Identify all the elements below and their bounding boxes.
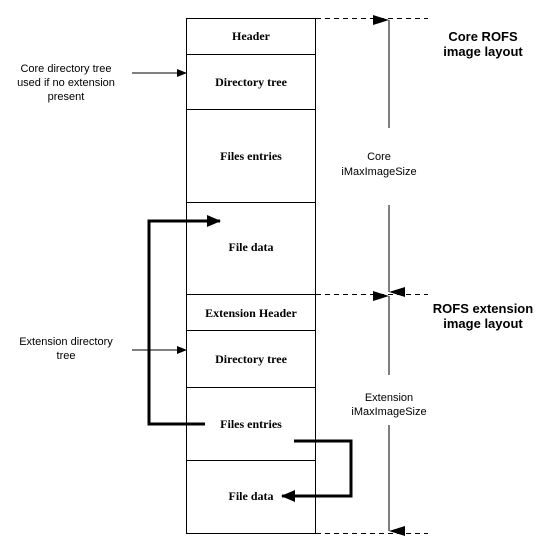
core-dir-note-line3: present (48, 91, 85, 103)
ext-dir-note-line2: tree (57, 350, 76, 362)
files-entries-block (186, 109, 316, 203)
core-size-line1: Core (367, 151, 391, 163)
extension-header-label: Extension Header (205, 306, 297, 320)
layout-column (186, 18, 316, 534)
ext-size-line1: Extension (365, 392, 413, 404)
core-dir-note-line2: used if no extension (17, 77, 115, 89)
core-layout-title-line1: Core ROFS (448, 29, 518, 44)
ext-entries-to-core-data-arrow (147, 215, 221, 426)
core-size-line2: iMaxImageSize (341, 166, 416, 178)
ext-directory-tree-block (186, 330, 316, 388)
ext-layout-title-line2: image layout (443, 316, 523, 331)
core-dir-note-line1: Core directory tree (20, 63, 111, 75)
header-label: Header (232, 29, 271, 43)
ext-dir-note-line1: Extension directory (19, 336, 113, 348)
files-entries-label: Files entries (220, 149, 282, 163)
directory-tree-label: Directory tree (215, 75, 288, 89)
header-block (186, 18, 316, 55)
boundary-lines (316, 18, 428, 534)
directory-tree-block (186, 54, 316, 110)
ext-files-entries-label: Files entries (220, 417, 282, 431)
core-layout-title-line2: image layout (443, 44, 523, 59)
ext-file-data-label: File data (229, 489, 274, 503)
file-data-label: File data (229, 240, 274, 254)
ext-size-line2: iMaxImageSize (351, 406, 426, 418)
ext-entries-to-ext-data-arrow (281, 439, 353, 502)
ext-directory-tree-label: Directory tree (215, 352, 288, 366)
ext-layout-title-line1: ROFS extension (433, 301, 533, 316)
